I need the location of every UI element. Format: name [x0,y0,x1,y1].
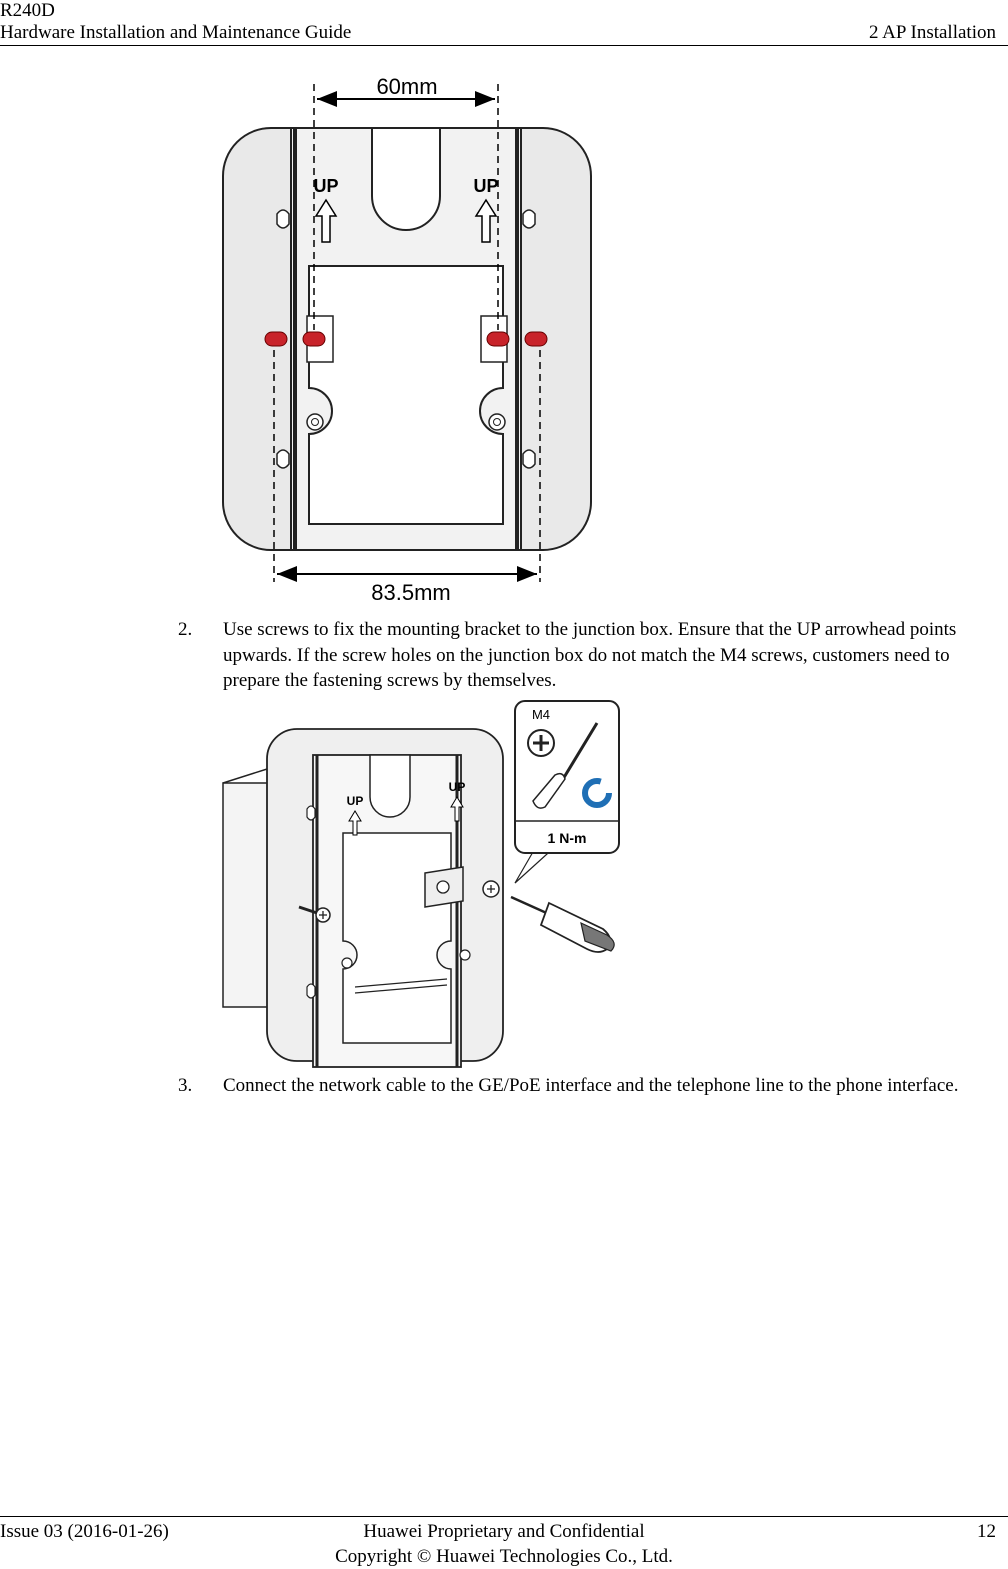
step-number: 2. [178,619,193,640]
product-name: R240D [0,0,55,21]
header-divider [0,45,1008,46]
up-arrow-icon [314,198,338,243]
up-arrow-icon [348,810,362,836]
page-header: R240D Hardware Installation and Maintena… [0,0,1008,46]
torque-callout: M4 1 N-m [514,700,620,884]
up-label-right: UP [473,176,498,196]
chapter-title: 2 AP Installation [868,22,996,43]
copyright-note: Copyright © Huawei Technologies Co., Ltd… [335,1546,673,1567]
guide-title: Hardware Installation and Maintenance Gu… [0,22,352,43]
junction-box-install-figure: UP UP M4 1 N-m [222,700,620,1068]
step-number: 3. [178,1075,193,1096]
step-text: Connect the network cable to the GE/PoE … [223,1075,959,1096]
screwdriver-icon [510,895,615,953]
confidential-note: Huawei Proprietary and Confidential [363,1521,645,1542]
up-arrow-icon [474,198,498,243]
footer-divider [0,1516,1008,1517]
screw-size-label: M4 [532,707,550,722]
issue-date: Issue 03 (2016-01-26) [0,1521,169,1542]
footer-center: Huawei Proprietary and Confidential Copy… [0,1519,1008,1569]
red-mounting-holes [264,331,548,347]
up-label-right: UP [449,780,466,794]
up-label-left: UP [313,176,338,196]
dimension-bottom-label: 83.5mm [371,580,450,605]
page-number: 12 [977,1521,996,1542]
bracket-dimension-figure: 60mm 83.5mm UP UP [222,74,592,605]
torque-label: 1 N-m [548,830,587,846]
step-text: Use screws to fix the mounting bracket t… [223,619,957,691]
up-label-left: UP [347,794,364,808]
rotate-arrow-icon [582,778,612,808]
up-arrow-icon [450,796,464,822]
screw-icon [298,880,500,923]
dimension-top-label: 60mm [376,74,437,99]
